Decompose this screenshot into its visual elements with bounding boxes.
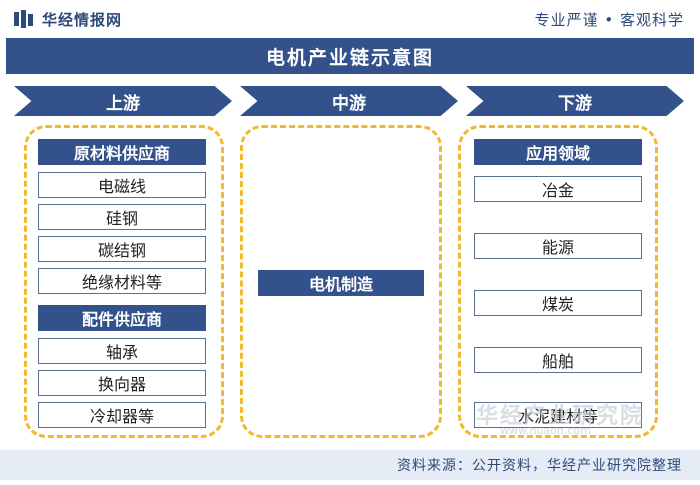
stage-downstream: 下游 (466, 86, 684, 116)
parts-header: 配件供应商 (38, 305, 206, 331)
raw-material-item: 绝缘材料等 (38, 268, 206, 294)
watermark-text: 华经产业研究院 (476, 404, 645, 429)
raw-material-item: 碳结钢 (38, 236, 206, 262)
watermark-url: www.huaon.com (500, 424, 591, 437)
brand-name: 华经情报网 (42, 11, 123, 29)
parts-item: 换向器 (38, 370, 206, 396)
motor-manufacturing-block: 电机制造 (258, 270, 424, 296)
brand-logo-icon (14, 10, 33, 28)
application-item: 水泥建材等 (474, 402, 642, 428)
raw-material-item: 电磁线 (38, 172, 206, 198)
source-note: 资料来源：公开资料，华经产业研究院整理 (397, 458, 682, 474)
application-item: 船舶 (474, 347, 642, 373)
application-item: 能源 (474, 233, 642, 259)
parts-item: 轴承 (38, 338, 206, 364)
application-header: 应用领域 (474, 139, 642, 165)
parts-item: 冷却器等 (38, 402, 206, 428)
stage-midstream: 中游 (240, 86, 458, 116)
downstream-group (458, 125, 658, 438)
page-title: 电机产业链示意图 (6, 38, 694, 74)
application-item: 煤炭 (474, 290, 642, 316)
raw-materials-header: 原材料供应商 (38, 139, 206, 165)
brand-slogan: 专业严谨 • 客观科学 (534, 11, 684, 29)
source-bar (0, 450, 700, 480)
upstream-group (24, 125, 224, 438)
application-item: 冶金 (474, 176, 642, 202)
raw-material-item: 硅钢 (38, 204, 206, 230)
midstream-group (240, 125, 442, 438)
stage-upstream: 上游 (14, 86, 232, 116)
